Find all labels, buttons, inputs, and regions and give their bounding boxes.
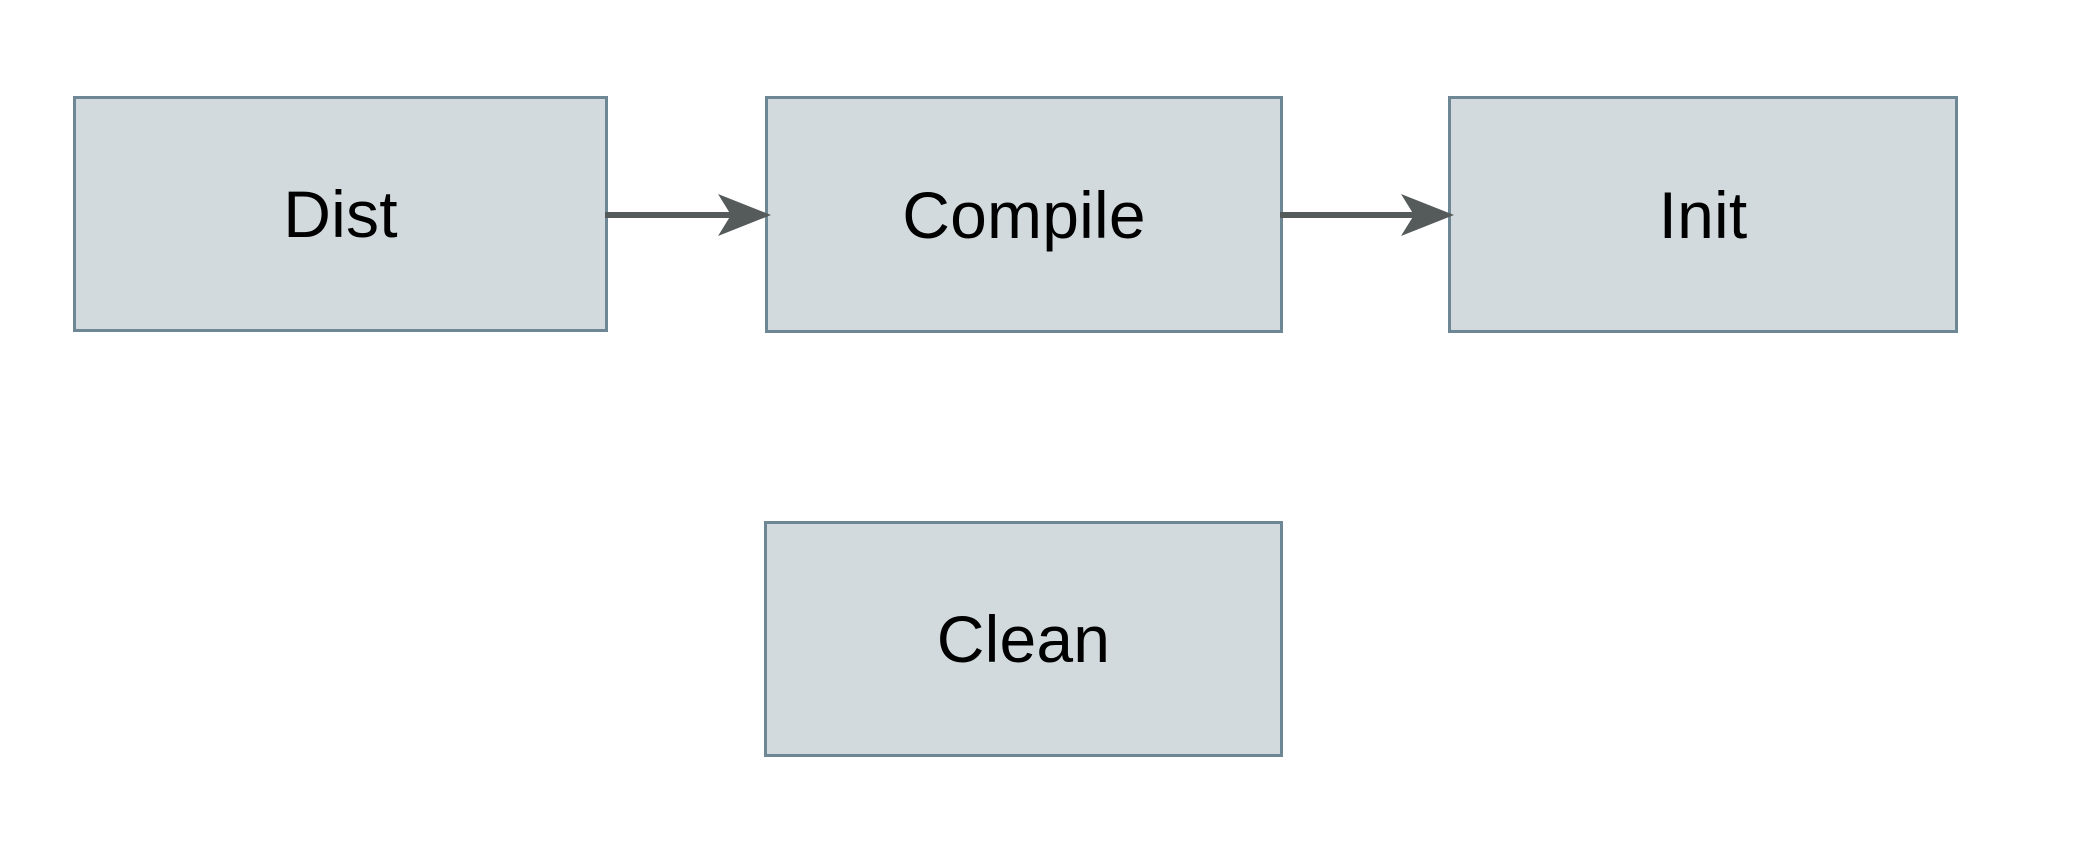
- node-label-clean: Clean: [936, 602, 1111, 676]
- edge-dist-to-compile[interactable]: [605, 185, 771, 245]
- node-compile[interactable]: Compile: [765, 96, 1283, 333]
- edge-compile-to-init[interactable]: [1280, 185, 1454, 245]
- node-label-compile: Compile: [902, 177, 1146, 252]
- node-dist[interactable]: Dist: [73, 96, 608, 332]
- node-label-init: Init: [1658, 177, 1748, 252]
- node-init[interactable]: Init: [1448, 96, 1958, 333]
- node-clean[interactable]: Clean: [764, 521, 1283, 757]
- arrow-icon: [605, 194, 771, 236]
- node-label-dist: Dist: [283, 177, 398, 251]
- arrow-icon: [1280, 194, 1454, 236]
